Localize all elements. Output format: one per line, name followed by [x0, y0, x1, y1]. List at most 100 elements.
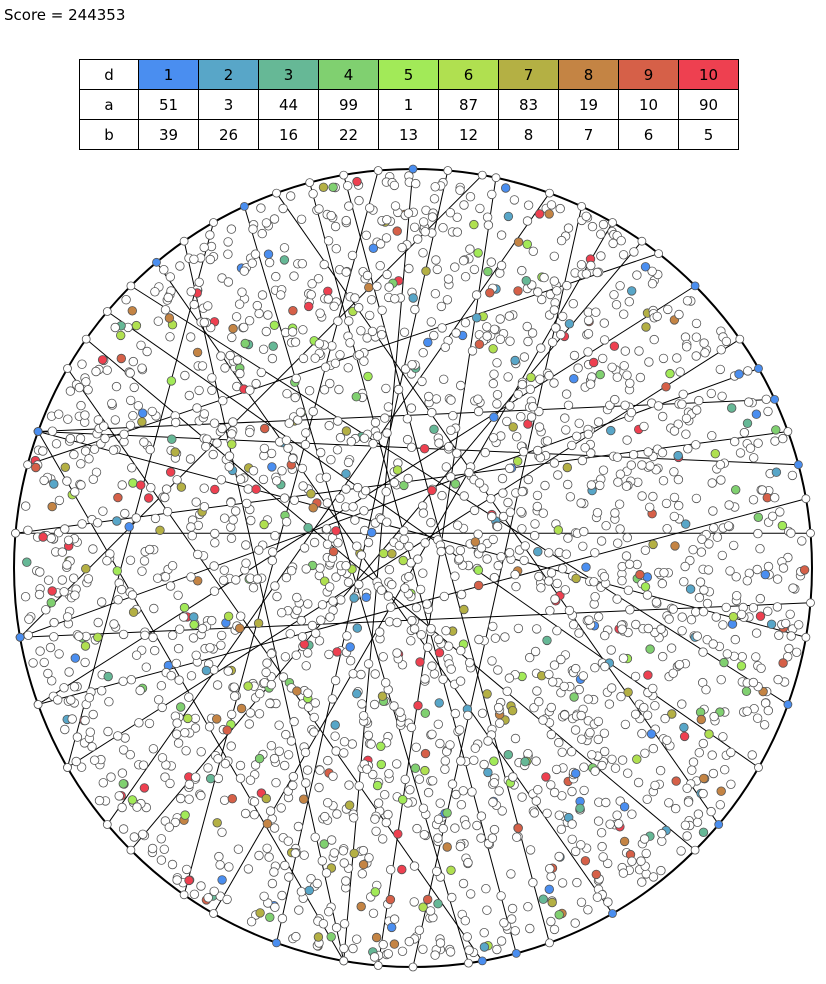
point [748, 495, 759, 505]
point [125, 555, 136, 566]
point [497, 473, 508, 484]
point [773, 674, 783, 685]
point [135, 480, 146, 490]
point [47, 426, 58, 436]
point [599, 728, 610, 739]
point [445, 947, 456, 957]
point [289, 495, 300, 506]
point [210, 528, 220, 539]
point [420, 748, 431, 759]
point [251, 484, 261, 494]
point [618, 653, 629, 663]
point [296, 214, 307, 225]
point [222, 725, 232, 735]
point [579, 526, 589, 537]
point [739, 427, 750, 438]
point [669, 492, 680, 503]
point [229, 682, 239, 692]
point [114, 791, 124, 801]
point [525, 384, 536, 395]
point [226, 741, 236, 751]
point [400, 583, 410, 593]
chord-line [66, 222, 214, 768]
point [34, 589, 45, 600]
point [216, 630, 227, 641]
point [209, 886, 219, 897]
point [432, 866, 442, 877]
point [642, 794, 652, 805]
point [723, 521, 734, 531]
point [570, 725, 581, 735]
point [400, 774, 410, 785]
point [178, 612, 189, 622]
point [425, 906, 436, 916]
point [381, 487, 391, 497]
point [465, 244, 475, 254]
point [419, 217, 429, 227]
point [248, 583, 259, 593]
cell-d-9: 9 [618, 59, 679, 90]
point [297, 463, 308, 474]
rim-point [408, 164, 418, 174]
point [323, 236, 334, 246]
point [429, 669, 440, 679]
point [274, 746, 285, 757]
point [363, 659, 374, 669]
point [393, 829, 403, 839]
point [263, 310, 273, 320]
point [576, 897, 587, 908]
point [575, 803, 585, 814]
point [531, 756, 541, 766]
point [234, 623, 245, 634]
point [498, 511, 509, 522]
point [487, 656, 497, 666]
point [640, 582, 651, 592]
point [600, 630, 610, 641]
point [561, 425, 571, 435]
point [639, 702, 649, 713]
point [410, 222, 420, 233]
point [323, 755, 333, 766]
point [512, 832, 522, 842]
point [330, 221, 341, 232]
point [517, 486, 528, 497]
point [104, 697, 114, 707]
point [593, 816, 604, 826]
point [565, 492, 576, 502]
point [607, 754, 617, 765]
point [311, 628, 321, 639]
point [175, 261, 185, 271]
point [189, 889, 200, 900]
point [496, 260, 507, 271]
point [563, 533, 573, 543]
point [392, 226, 402, 236]
point [63, 535, 74, 546]
point [131, 320, 142, 331]
point [724, 500, 734, 510]
point [751, 652, 761, 662]
point [231, 312, 242, 322]
point [392, 617, 402, 628]
point [166, 671, 176, 681]
point [430, 182, 440, 192]
point [116, 353, 127, 364]
point [469, 264, 480, 275]
point [331, 746, 341, 756]
point [726, 779, 736, 790]
point [77, 519, 87, 529]
point [93, 415, 104, 425]
point [715, 800, 726, 810]
point [544, 669, 554, 680]
point [589, 357, 599, 368]
point [494, 786, 504, 796]
point [721, 336, 732, 347]
point [441, 626, 451, 636]
point [435, 738, 445, 749]
point [255, 689, 265, 699]
point [297, 259, 308, 269]
point [489, 824, 500, 835]
point [486, 257, 497, 267]
point [415, 657, 425, 667]
point [469, 505, 480, 516]
point [488, 797, 498, 808]
